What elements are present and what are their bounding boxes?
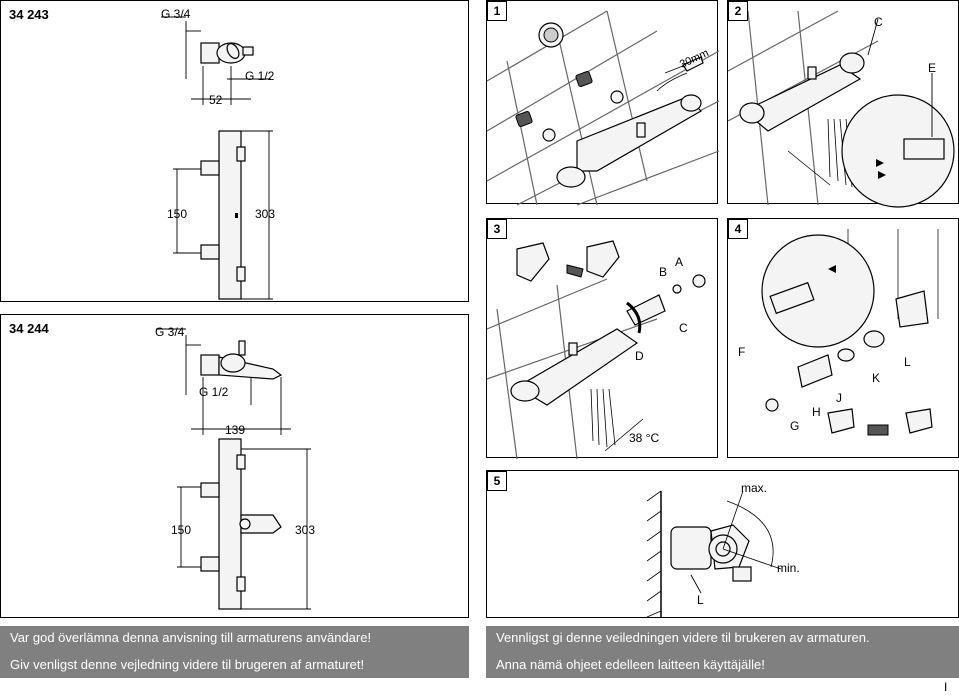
step-number: 1 [487, 1, 507, 21]
thread-label-top: G 3/4 [155, 325, 185, 339]
dim-width: 52 [209, 93, 223, 107]
thread-label-top: G 3/4 [161, 7, 191, 21]
step-2-panel: 2 C E [727, 0, 959, 208]
model-34244-panel: 34 244 G 3/4 G 1/2 139 150 303 [0, 314, 469, 618]
thread-label-side: G 1/2 [199, 385, 229, 399]
model-34243-panel: 34 243 G 3/4 G 1/2 52 150 303 [0, 0, 469, 302]
notice-band-left: Var god överlämna denna anvisning till a… [0, 626, 469, 678]
step-1-panel: 1 30mm [486, 0, 720, 206]
model-code: 34 243 [9, 7, 49, 22]
label-b: B [659, 265, 668, 279]
step-2-drawing [727, 10, 955, 208]
label-d: D [635, 349, 644, 363]
model-34243-drawing [161, 16, 273, 300]
step-1-drawing [486, 10, 720, 206]
min-label: min. [777, 561, 800, 575]
label-c: C [874, 15, 883, 29]
model-code: 34 244 [9, 321, 49, 336]
label-c: C [679, 321, 688, 335]
notice-finnish: Anna nämä ohjeet edelleen laitteen käytt… [496, 657, 765, 672]
label-h: H [812, 405, 821, 419]
model-34244-drawing [156, 328, 311, 610]
step-number: 2 [728, 1, 748, 21]
notice-norwegian: Vennligst gi denne veiledningen videre t… [496, 630, 870, 645]
label-j: J [836, 391, 842, 405]
dim-width: 139 [225, 423, 246, 437]
dim-spacing: 150 [171, 523, 192, 537]
label-k: K [872, 371, 881, 385]
temperature-label: 38 °C [629, 431, 660, 445]
dim-spacing: 150 [167, 207, 188, 221]
page-marker: I [944, 680, 948, 694]
step-4-panel: 4 F L K J H G [727, 218, 959, 458]
step-4-drawing [761, 229, 939, 436]
label-f: F [738, 345, 746, 359]
notice-danish: Giv venligst denne vejledning videre til… [10, 657, 365, 672]
notice-swedish: Var god överlämna denna anvisning till a… [10, 630, 372, 645]
thread-label-side: G 1/2 [245, 69, 275, 83]
max-label: max. [741, 481, 768, 495]
step-number: 5 [487, 471, 507, 491]
label-a: A [675, 255, 684, 269]
step-number: 4 [728, 219, 748, 239]
dim-height: 303 [255, 207, 276, 221]
step-3-panel: 3 A B C D 38 °C [486, 218, 718, 460]
notice-band-right: Vennligst gi denne veiledningen videre t… [486, 626, 959, 678]
label-l: L [904, 355, 911, 369]
label-e: E [928, 61, 937, 75]
label-l: L [697, 593, 704, 607]
step-5-drawing [646, 490, 782, 618]
step-number: 3 [487, 219, 507, 239]
step-3-drawing [486, 240, 706, 460]
step-5-panel: 5 max. min. L [486, 470, 959, 618]
dim-height: 303 [295, 523, 316, 537]
label-g: G [790, 419, 800, 433]
